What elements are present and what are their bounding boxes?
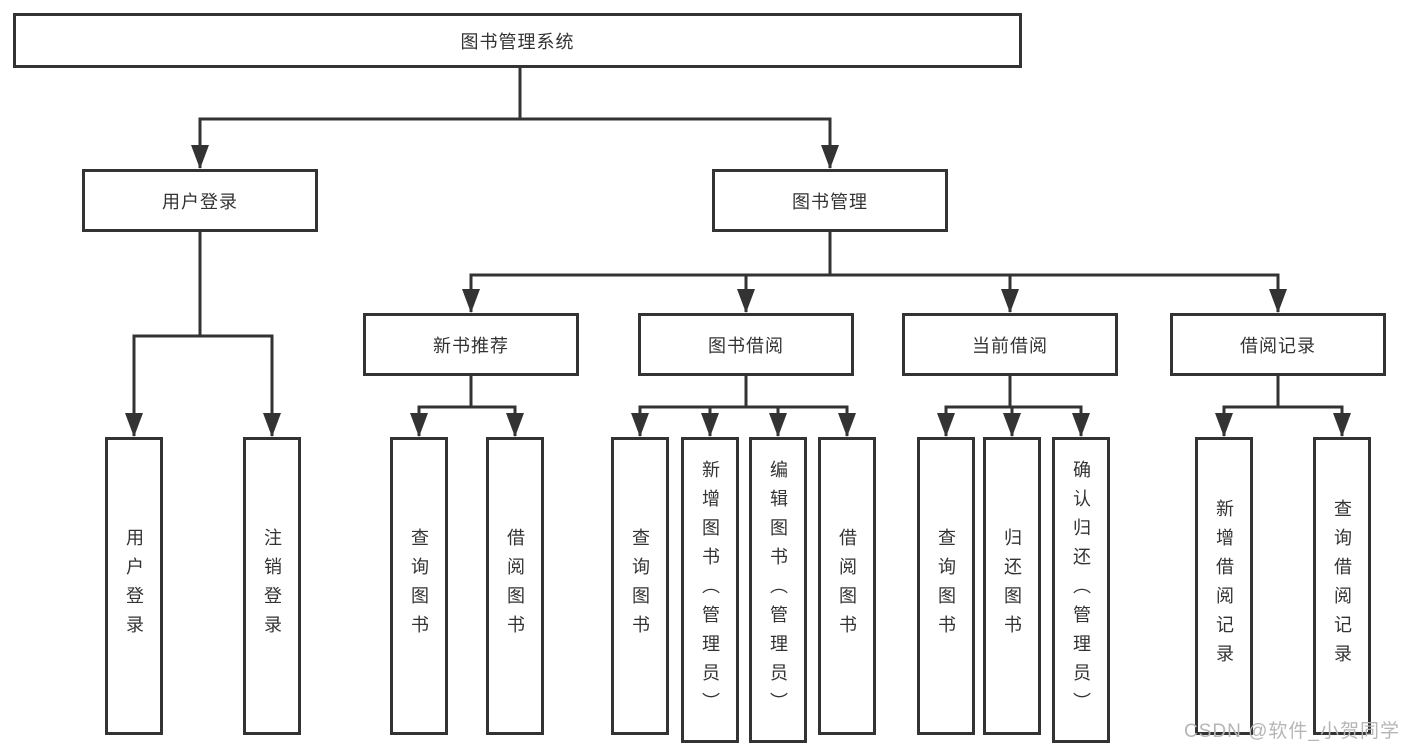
leaf-user-login: 用户登录 (105, 437, 163, 735)
leaf-current-confirm-return-admin: 确认归还（管理员） (1052, 437, 1110, 743)
leaf-current-return-book: 归还图书 (983, 437, 1041, 735)
leaf-logout: 注销登录 (243, 437, 301, 735)
leaf-current-query-book: 查询图书 (917, 437, 975, 735)
node-current-borrow: 当前借阅 (902, 313, 1118, 376)
node-borrow-record: 借阅记录 (1170, 313, 1386, 376)
arrowheads (125, 145, 1351, 437)
leaf-borrow-add-book-admin: 新增图书（管理员） (681, 437, 739, 743)
node-user-login: 用户登录 (82, 169, 318, 232)
node-book-borrow: 图书借阅 (638, 313, 854, 376)
csdn-watermark: CSDN @软件_小贺同学 (1184, 721, 1400, 742)
leaf-recommend-query-book: 查询图书 (390, 437, 448, 735)
leaf-borrow-edit-book-admin: 编辑图书（管理员） (749, 437, 807, 743)
leaf-borrow-borrow-book: 借阅图书 (818, 437, 876, 735)
leaf-borrow-query-book: 查询图书 (611, 437, 669, 735)
leaf-record-add: 新增借阅记录 (1195, 437, 1253, 735)
node-root-system: 图书管理系统 (13, 13, 1022, 68)
leaf-record-query: 查询借阅记录 (1313, 437, 1371, 735)
node-book-management: 图书管理 (712, 169, 948, 232)
node-new-book-recommend: 新书推荐 (363, 313, 579, 376)
leaf-recommend-borrow-book: 借阅图书 (486, 437, 544, 735)
